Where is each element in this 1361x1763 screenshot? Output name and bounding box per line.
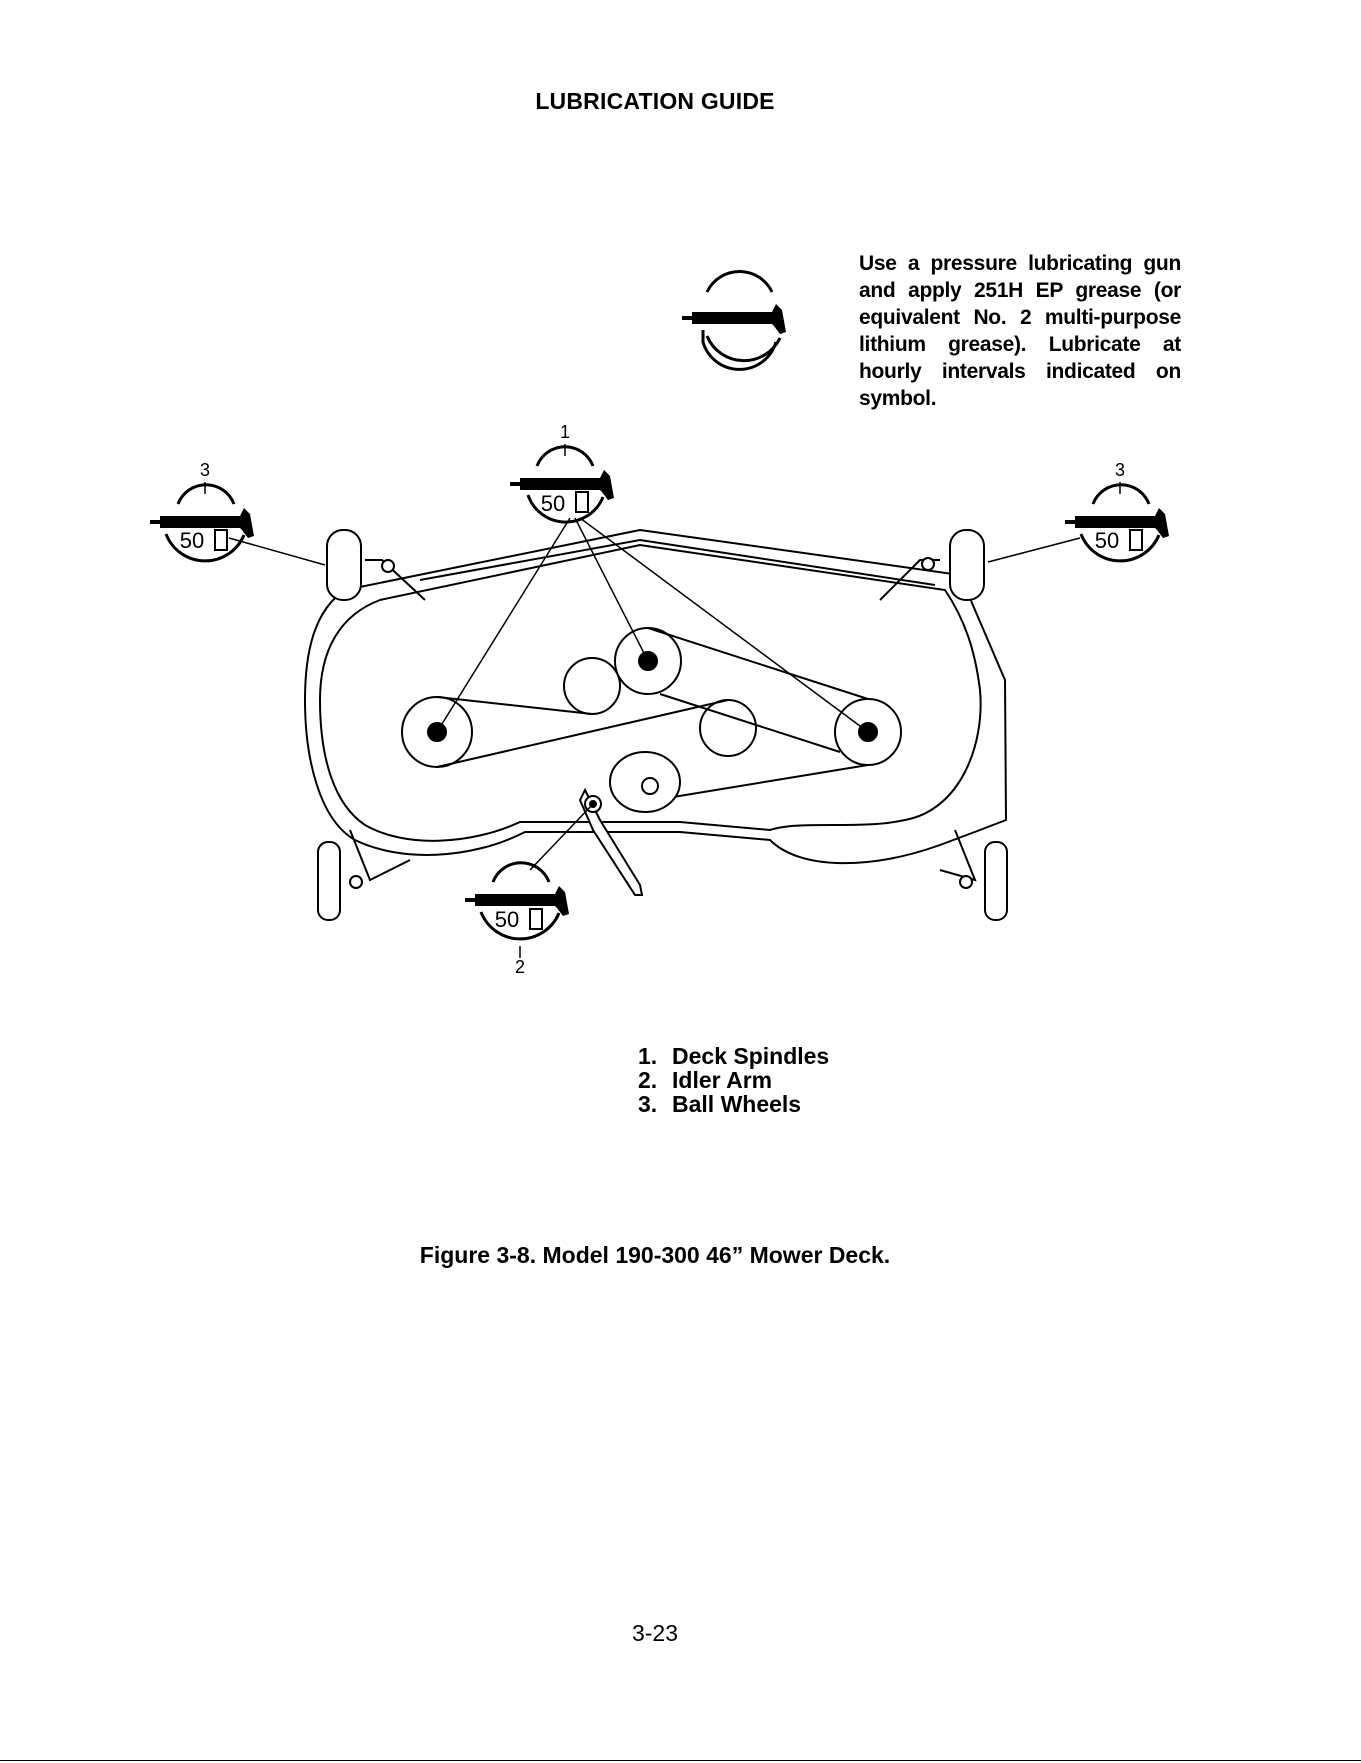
front-left-wheel bbox=[327, 530, 361, 600]
page-bottom-rule bbox=[0, 1760, 1361, 1761]
callout-ball-wheel-right: 3 50 bbox=[1065, 460, 1169, 561]
legend-item: 3.Ball Wheels bbox=[638, 1092, 829, 1116]
rear-left-wheel bbox=[318, 842, 340, 920]
grease-gun-icon bbox=[682, 304, 786, 334]
mower-deck bbox=[305, 530, 1006, 880]
legend-item: 1.Deck Spindles bbox=[638, 1044, 829, 1068]
interval-hours: 50 bbox=[541, 491, 565, 516]
mower-deck-diagram: 1 50 3 50 3 50 50 2 bbox=[0, 0, 1361, 1000]
figure-caption: Figure 3-8. Model 190-300 46” Mower Deck… bbox=[0, 1242, 1310, 1269]
callout-number: 1 bbox=[560, 422, 570, 442]
parts-legend: 1.Deck Spindles 2.Idler Arm 3.Ball Wheel… bbox=[638, 1044, 829, 1116]
interval-hours: 50 bbox=[180, 528, 204, 553]
grease-interval-symbol bbox=[682, 271, 786, 369]
callout-deck-spindles: 1 50 bbox=[510, 422, 614, 522]
clock-dial-icon bbox=[707, 271, 772, 292]
front-right-wheel bbox=[950, 530, 984, 600]
callout-number: 2 bbox=[515, 957, 525, 977]
callout-number: 3 bbox=[200, 460, 210, 480]
rear-right-wheel bbox=[985, 842, 1007, 920]
legend-item: 2.Idler Arm bbox=[638, 1068, 829, 1092]
page-number: 3-23 bbox=[0, 1620, 1310, 1647]
interval-hours: 50 bbox=[1095, 528, 1119, 553]
callout-ball-wheel-left: 3 50 bbox=[150, 460, 254, 561]
callout-number: 3 bbox=[1115, 460, 1125, 480]
callout-idler-arm: 50 2 bbox=[465, 863, 569, 977]
interval-hours: 50 bbox=[495, 907, 519, 932]
